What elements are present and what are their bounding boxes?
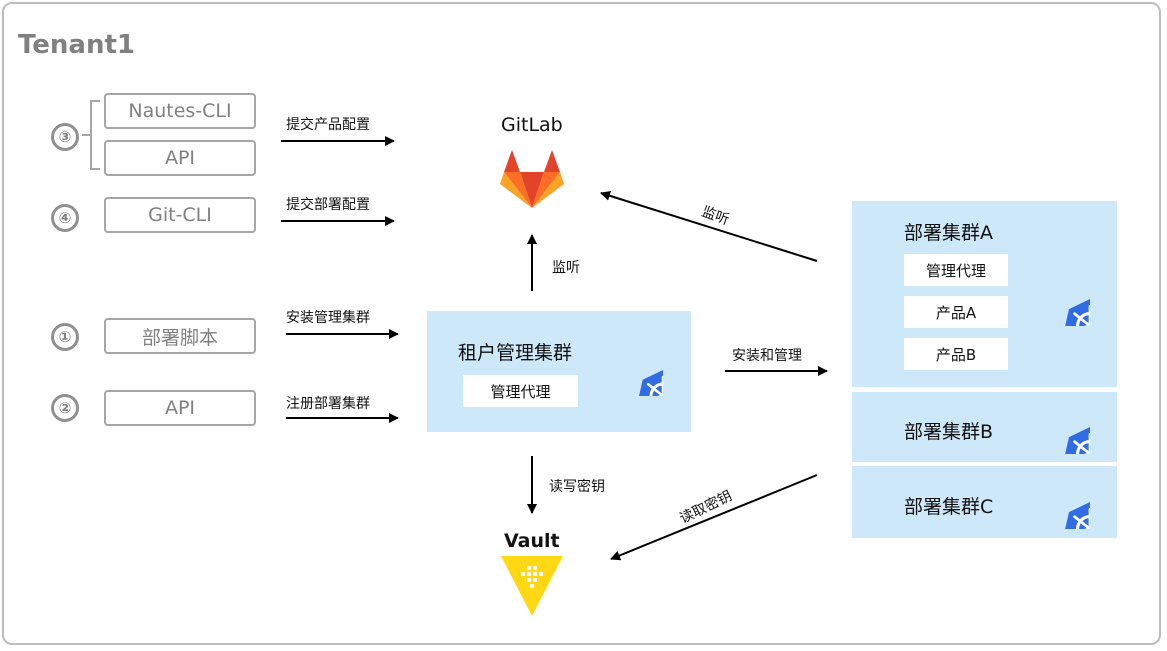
label-read-write-secrets: 读写密钥 <box>549 479 605 495</box>
deploy-a-agent-box: 管理代理 <box>904 254 1008 286</box>
api-box-submit: API <box>104 140 256 176</box>
arrow-icon <box>600 190 818 262</box>
label-tenant-watch-gitlab: 监听 <box>552 260 580 276</box>
deploy-cluster-c-title: 部署集群C <box>904 496 994 518</box>
product-a-box: 产品A <box>904 296 1008 328</box>
step-number-2: ② <box>51 394 79 422</box>
step-number-4: ④ <box>51 204 79 232</box>
label-submit-deploy-config: 提交部署配置 <box>286 197 370 213</box>
bracket <box>90 100 100 170</box>
step-number-3: ③ <box>51 123 79 151</box>
git-cli-box: Git-CLI <box>104 197 256 233</box>
api-box-register: API <box>104 390 256 426</box>
arrow-icon <box>610 474 818 561</box>
tenant-title: Tenant1 <box>18 30 135 60</box>
label-register-deploy-cluster: 注册部署集群 <box>286 396 370 412</box>
gitlab-label: GitLab <box>501 114 563 136</box>
product-b-box: 产品B <box>904 338 1008 370</box>
deploy-script-box: 部署脚本 <box>104 318 256 354</box>
step-number-1: ① <box>51 323 79 351</box>
nautes-cli-box: Nautes-CLI <box>104 93 256 129</box>
label-install-mgmt-cluster: 安装管理集群 <box>286 310 370 326</box>
label-submit-product-config: 提交产品配置 <box>286 117 370 133</box>
bracket-tick <box>82 134 90 136</box>
tenant-cluster-title: 租户管理集群 <box>458 342 573 364</box>
tenant-mgmt-agent-box: 管理代理 <box>463 375 578 407</box>
vault-icon <box>501 556 563 616</box>
tenant-management-cluster <box>427 311 691 432</box>
deploy-cluster-b-title: 部署集群B <box>904 421 994 443</box>
gitlab-icon <box>500 150 564 208</box>
label-install-and-manage: 安装和管理 <box>732 348 802 364</box>
vault-label: Vault <box>504 530 560 552</box>
deploy-cluster-a-title: 部署集群A <box>904 222 993 244</box>
